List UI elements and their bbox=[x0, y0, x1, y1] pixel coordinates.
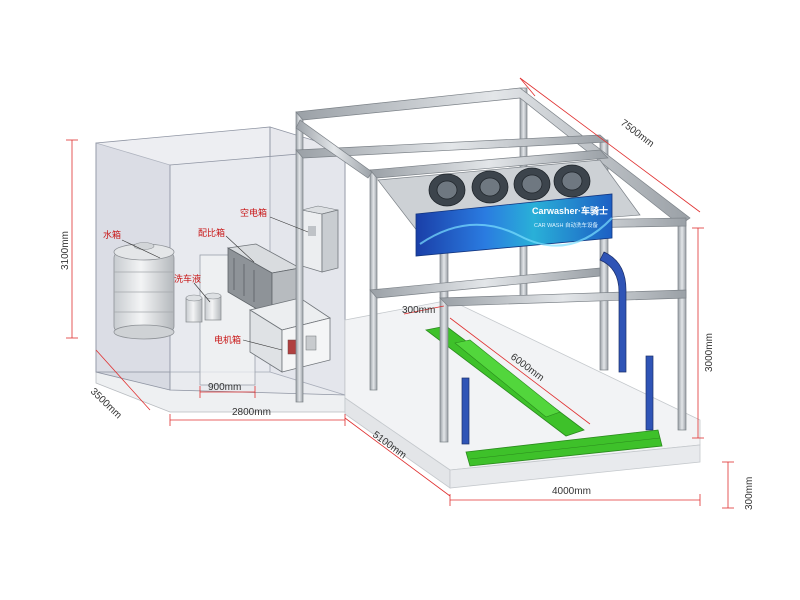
air-control-box bbox=[301, 205, 339, 273]
dimension-lines bbox=[66, 77, 734, 509]
dim-base-width: 4000mm bbox=[552, 486, 591, 497]
brand-banner: Carwasher·车骑士 CAR WASH 自动洗车设备 bbox=[415, 193, 613, 257]
guide-tracks bbox=[425, 325, 663, 467]
dim-frame-height: 3000mm bbox=[704, 333, 715, 372]
label-motor-box: 电机箱 bbox=[214, 334, 241, 346]
top-brushes bbox=[428, 164, 591, 207]
label-mixing-box: 配比箱 bbox=[198, 227, 225, 239]
label-water-tank: 水箱 bbox=[103, 229, 121, 241]
component-labels: 水箱 空电箱 配比箱 洗车液 电机箱 bbox=[103, 207, 309, 351]
banner-brand: Carwasher·车骑士 bbox=[532, 205, 608, 216]
side-brushes bbox=[461, 251, 654, 445]
dim-door-width: 900mm bbox=[208, 382, 241, 393]
car-wash-liquid-buckets bbox=[185, 292, 222, 323]
dim-room-width: 2800mm bbox=[232, 407, 271, 418]
dim-base-height: 300mm bbox=[744, 477, 755, 510]
dim-bay-length: 7500mm bbox=[618, 118, 656, 150]
motor-box bbox=[248, 297, 331, 373]
banner-subtitle: CAR WASH 自动洗车设备 bbox=[534, 221, 598, 229]
label-car-wash-liquid: 洗车液 bbox=[174, 273, 201, 285]
water-tank bbox=[113, 242, 175, 340]
dim-track-width: 300mm bbox=[402, 305, 435, 316]
label-air-control-box: 空电箱 bbox=[240, 207, 267, 219]
dim-room-height: 3100mm bbox=[60, 231, 71, 270]
